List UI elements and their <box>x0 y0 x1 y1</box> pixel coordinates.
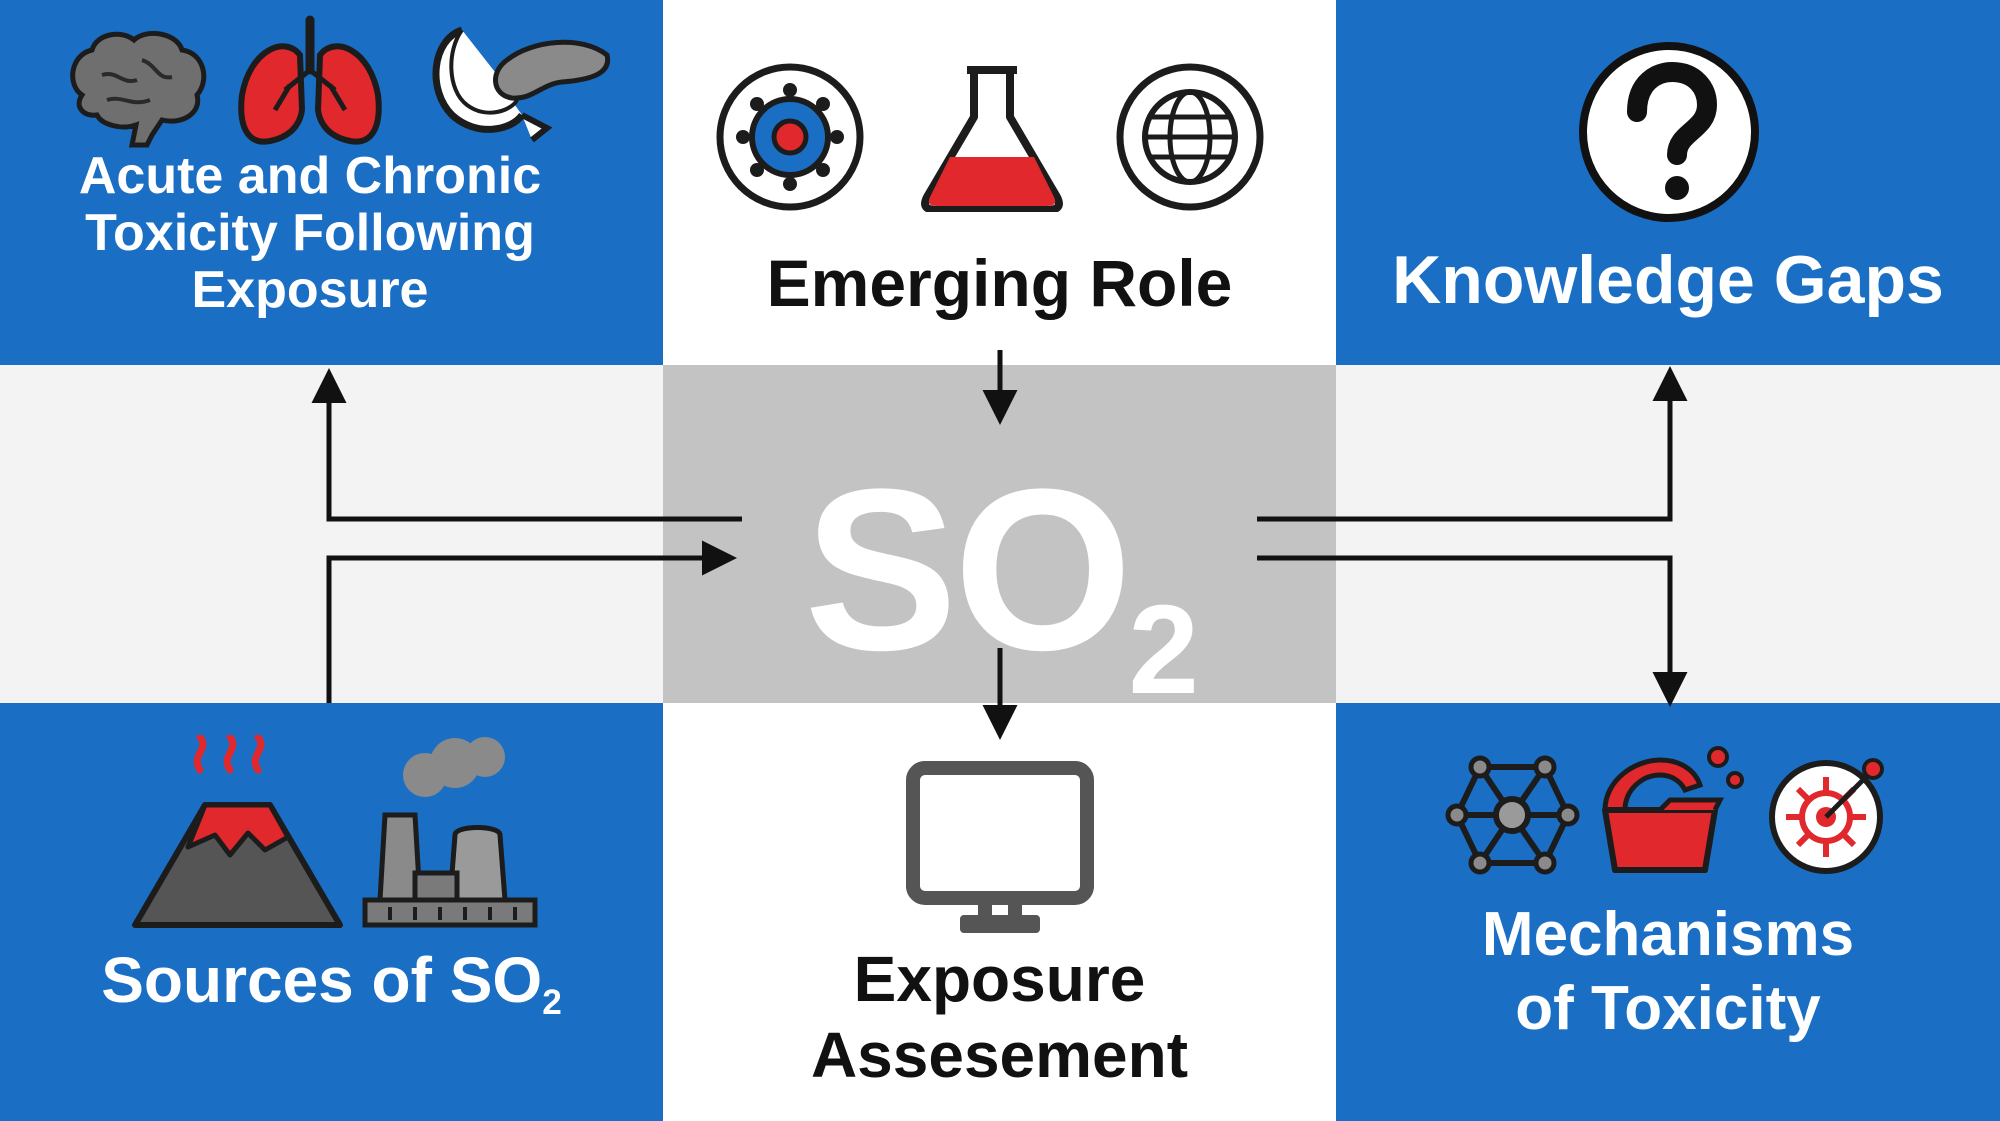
acute-toxicity-line-3: Exposure <box>191 261 429 320</box>
so2-center-label: SO2 <box>804 441 1199 721</box>
acute-toxicity-line-2: Toxicity Following <box>85 204 535 263</box>
exposure-assessment-line-2: Assesement <box>810 1018 1189 1091</box>
monitor-icon <box>906 761 1094 933</box>
stomach-pancreas-icon <box>432 26 611 143</box>
open-folder-icon <box>1602 746 1744 873</box>
mechanisms-of-toxicity-label: Mechanisms of Toxicity <box>1336 898 2000 1047</box>
target-cell-icon <box>1769 758 1884 874</box>
flask-icon <box>921 66 1063 212</box>
mechanisms-line-1: Mechanisms <box>1481 900 1855 969</box>
sources-of-so2-label: Sources of SO2 <box>101 944 562 1023</box>
mechanisms-line-2: of Toxicity <box>1515 974 1821 1044</box>
volcano-icon <box>132 735 343 928</box>
exposure-assessment-line-1: Exposure <box>853 943 1146 1015</box>
exposure-assessment-label: Exposure Assesement <box>663 942 1336 1093</box>
factory-icon <box>362 737 538 928</box>
emerging-role-label: Emerging Role <box>766 246 1233 320</box>
brain-icon <box>70 30 207 148</box>
globe-icon <box>1116 63 1264 211</box>
so2-center-panel: SO2 <box>663 365 1336 721</box>
lungs-icon <box>238 15 382 145</box>
knowledge-gaps-label: Knowledge Gaps <box>1392 242 1944 318</box>
question-mark-icon <box>1579 42 1759 222</box>
acute-chronic-toxicity-label: Acute and Chronic Toxicity Following Exp… <box>0 147 620 320</box>
molecule-network-icon <box>1445 755 1580 875</box>
virus-icon <box>716 63 864 211</box>
acute-toxicity-line-1: Acute and Chronic <box>78 147 542 205</box>
